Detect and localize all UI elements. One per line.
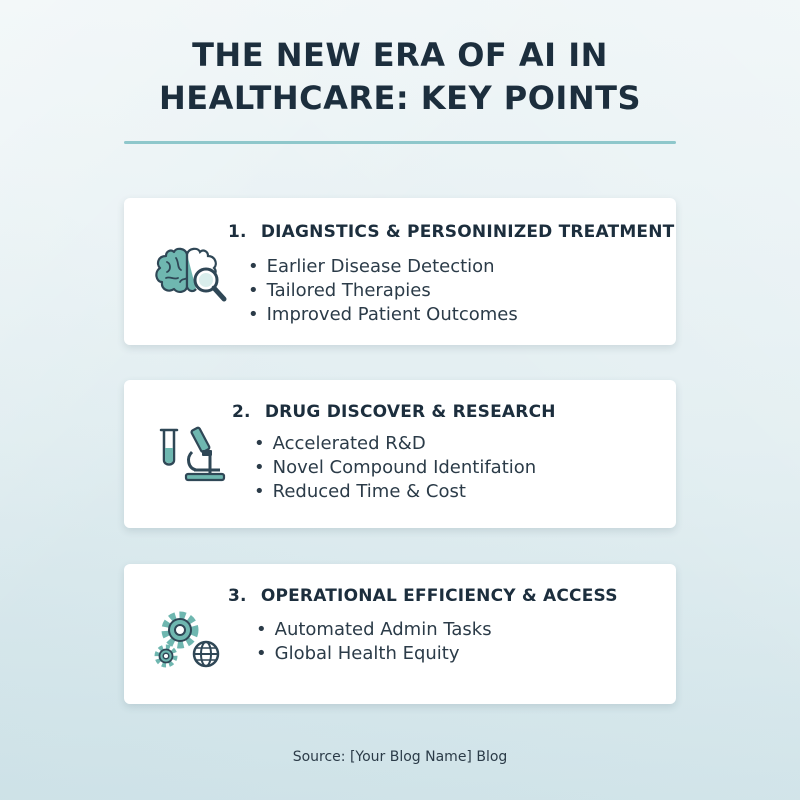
- section-title-2: DRUG DISCOVER & RESEARCH: [264, 402, 556, 422]
- section-number-2: 2.: [232, 402, 251, 422]
- section-bullets-3: Automated Admin Tasks Global Health Equi…: [256, 618, 492, 666]
- brain-magnifier-icon: [155, 247, 227, 302]
- section-number-1: 1.: [228, 222, 247, 242]
- list-item: Automated Admin Tasks: [256, 618, 492, 642]
- list-item: Novel Compound Identifation: [254, 456, 537, 480]
- key-point-card-2: 2. DRUG DISCOVER & RESEARCH Accelerated …: [124, 380, 676, 528]
- section-bullets-1: Earlier Disease Detection Tailored Thera…: [248, 255, 518, 327]
- list-item: Improved Patient Outcomes: [248, 303, 518, 327]
- page-title-line-1: THE NEW ERA OF AI IN: [192, 36, 608, 74]
- section-bullets-2: Accelerated R&D Novel Compound Identifat…: [254, 432, 537, 504]
- list-item: Accelerated R&D: [254, 432, 536, 456]
- title-divider: [124, 141, 676, 144]
- section-number-3: 3.: [228, 586, 247, 606]
- microscope-test-tube-icon: [159, 426, 226, 482]
- source-credit: Source: [Your Blog Name] Blog: [292, 749, 508, 765]
- section-heading-3: 3. OPERATIONAL EFFICIENCY & ACCESS: [228, 586, 618, 606]
- page-title-line-2: HEALTHCARE: KEY POINTS: [159, 79, 641, 117]
- section-heading-1: 1. DIAGNSTICS & PERSONINIZED TREATMENT: [228, 222, 674, 242]
- gears-globe-icon: [154, 611, 220, 668]
- section-heading-2: 2. DRUG DISCOVER & RESEARCH: [232, 402, 556, 422]
- list-item: Earlier Disease Detection: [248, 255, 518, 279]
- list-item: Reduced Time & Cost: [254, 480, 536, 504]
- list-item: Tailored Therapies: [248, 279, 518, 303]
- section-title-1: DIAGNSTICS & PERSONINIZED TREATMENT: [260, 222, 675, 242]
- list-item: Global Health Equity: [256, 642, 492, 666]
- key-point-card-3: 3. OPERATIONAL EFFICIENCY & ACCESS Autom…: [124, 564, 676, 704]
- key-point-card-1: 1. DIAGNSTICS & PERSONINIZED TREATMENT E…: [124, 198, 676, 345]
- section-title-3: OPERATIONAL EFFICIENCY & ACCESS: [260, 586, 618, 606]
- page-title: THE NEW ERA OF AI IN HEALTHCARE: KEY POI…: [0, 34, 800, 120]
